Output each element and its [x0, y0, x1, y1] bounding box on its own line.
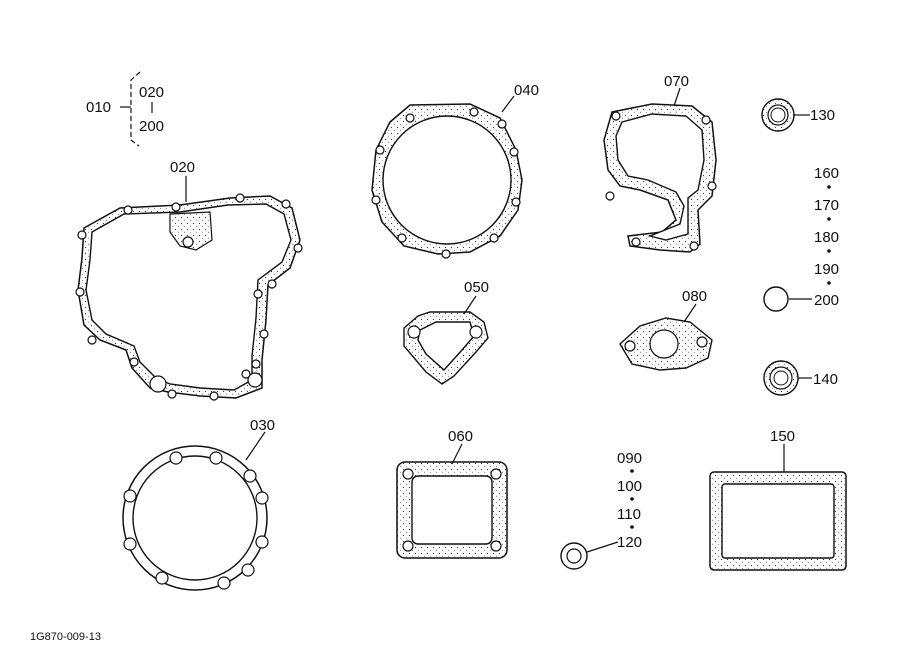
part-060-cover-gasket: 060: [396, 428, 508, 559]
part-140-oil-seal: 140: [763, 360, 838, 396]
part-160-200-callout: 160 170 180 190 200: [763, 165, 839, 312]
part-040-housing-gasket: 040: [371, 82, 539, 259]
label-130: 130: [810, 107, 835, 124]
label-200-sub: 200: [139, 118, 164, 135]
part-030-ring-gasket: 030: [122, 417, 275, 591]
label-090: 090: [617, 450, 642, 467]
label-140: 140: [813, 371, 838, 388]
label-100: 100: [617, 478, 642, 495]
part-080-flange-gasket: 080: [619, 288, 713, 371]
label-110: 110: [617, 506, 641, 523]
label-160: 160: [814, 165, 839, 182]
part-090-120-callout: 090 100 110 120: [560, 450, 642, 570]
label-040: 040: [514, 82, 539, 99]
label-050: 050: [464, 279, 489, 296]
housing-bolt-holes: [371, 107, 521, 259]
label-030: 030: [250, 417, 275, 434]
ring-bolt-holes: [123, 451, 269, 590]
part-050-pump-gasket: 050: [403, 279, 489, 385]
diagram-code: 1G870-009-13: [30, 631, 101, 643]
part-150-pan-gasket: 150: [709, 428, 847, 571]
label-170: 170: [814, 197, 839, 214]
part-070-water-pump-gasket: 070: [603, 73, 717, 253]
label-010: 010: [86, 99, 111, 116]
part-130-oil-seal: 130: [761, 98, 835, 132]
label-060: 060: [448, 428, 473, 445]
label-200: 200: [814, 292, 839, 309]
label-020-sub: 020: [139, 84, 164, 101]
part-020-gear-case-gasket: 020: [75, 159, 303, 401]
part-010-callout: 010 020 200: [86, 71, 164, 147]
label-070: 070: [664, 73, 689, 90]
label-020: 020: [170, 159, 195, 176]
label-180: 180: [814, 229, 839, 246]
label-120: 120: [617, 534, 642, 551]
label-190: 190: [814, 261, 839, 278]
label-150: 150: [770, 428, 795, 445]
case-bolt-holes: [75, 193, 303, 401]
label-080: 080: [682, 288, 707, 305]
